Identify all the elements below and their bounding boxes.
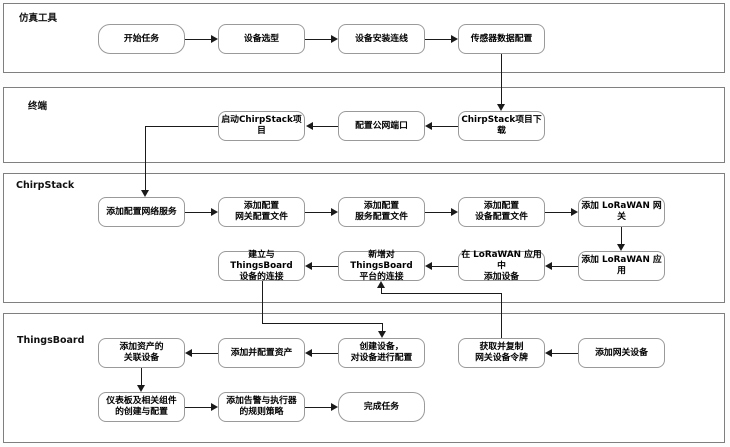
edge-line <box>621 227 622 244</box>
edge-line <box>545 212 571 213</box>
edge-line <box>425 39 451 40</box>
arrowhead-right-icon <box>571 208 578 216</box>
node-gateway-profile: 添加配置 网关配置文件 <box>218 197 305 227</box>
arrowhead-left-icon <box>185 349 192 357</box>
edge-line <box>262 323 382 324</box>
node-asset-related-devices: 添加资产的 关联设备 <box>98 338 185 368</box>
node-finish-task: 完成任务 <box>338 392 425 422</box>
node-create-configure-device: 创建设备， 对设备进行配置 <box>338 338 425 368</box>
arrowhead-left-icon <box>425 122 432 130</box>
node-add-device-in-app: 在 LoRaWAN 应用中 添加设备 <box>458 250 545 282</box>
node-start-chirpstack-project: 启动ChirpStack项目 <box>218 111 305 141</box>
edge-line <box>305 39 331 40</box>
arrowhead-right-icon <box>331 208 338 216</box>
edge-line <box>141 368 142 385</box>
arrowhead-down-icon <box>497 104 505 111</box>
arrowhead-left-icon <box>545 349 552 357</box>
node-new-thingsboard-platform-connection: 新增对ThingsBoard 平台的连接 <box>338 250 425 282</box>
arrowhead-down-icon <box>141 190 149 197</box>
arrowhead-right-icon <box>211 403 218 411</box>
edge-line <box>262 281 263 323</box>
arrowhead-right-icon <box>211 35 218 43</box>
node-sensor-data-config: 传感器数据配置 <box>458 24 545 54</box>
node-device-profile: 添加配置 设备配置文件 <box>458 197 545 227</box>
node-thingsboard-device-connection: 建立与ThingsBoard 设备的连接 <box>218 250 305 282</box>
edge-line <box>381 288 382 293</box>
edge-line <box>381 293 501 294</box>
arrowhead-up-icon <box>377 281 385 288</box>
arrowhead-left-icon <box>306 122 313 130</box>
arrowhead-right-icon <box>211 208 218 216</box>
arrowhead-left-icon <box>545 262 552 270</box>
node-start-task: 开始任务 <box>98 24 185 54</box>
lane-label-terminal: 终端 <box>28 101 48 112</box>
arrowhead-right-icon <box>331 403 338 411</box>
edge-line <box>185 407 211 408</box>
edge-line <box>552 353 578 354</box>
edge-line <box>382 323 383 331</box>
node-device-install-wiring: 设备安装连线 <box>338 24 425 54</box>
node-add-network-service: 添加配置网络服务 <box>98 197 185 227</box>
node-device-selection: 设备选型 <box>218 24 305 54</box>
node-chirpstack-project-download: ChirpStack项目下载 <box>458 111 545 141</box>
node-copy-gateway-token: 获取并复制 网关设备令牌 <box>458 338 545 368</box>
edge-line <box>185 212 211 213</box>
edge-line <box>145 126 218 127</box>
node-add-lorawan-app: 添加 LoRaWAN 应用 <box>578 251 665 281</box>
arrowhead-right-icon <box>331 35 338 43</box>
edge-line <box>501 293 502 338</box>
edge-line <box>552 266 578 267</box>
node-add-configure-asset: 添加并配置资产 <box>218 338 305 368</box>
lane-label-chirpstack: ChirpStack <box>16 180 75 191</box>
lane-label-simulation-tools: 仿真工具 <box>19 13 58 24</box>
arrowhead-left-icon <box>305 349 312 357</box>
arrowhead-down-icon <box>137 385 145 392</box>
arrowhead-down-icon <box>617 244 625 251</box>
node-dashboard-components: 仪表板及相关组件 的创建与配置 <box>98 392 185 422</box>
edge-line <box>185 39 211 40</box>
edge-line <box>432 126 458 127</box>
node-alarm-actuator-rules: 添加告警与执行器 的规则策略 <box>218 392 305 422</box>
edge-line <box>425 212 451 213</box>
lane-thingsboard <box>3 313 725 443</box>
arrowhead-right-icon <box>451 35 458 43</box>
node-service-profile: 添加配置 服务配置文件 <box>338 197 425 227</box>
lane-label-thingsboard: ThingsBoard <box>17 335 85 346</box>
arrowhead-down-icon <box>378 331 386 338</box>
lane-chirpstack <box>3 173 725 303</box>
node-configure-public-port: 配置公网端口 <box>338 111 425 141</box>
edge-line <box>313 126 338 127</box>
node-add-gateway-device: 添加网关设备 <box>578 338 665 368</box>
edge-line <box>312 266 338 267</box>
edge-line <box>192 353 218 354</box>
edge-line <box>501 54 502 104</box>
arrowhead-left-icon <box>425 262 432 270</box>
arrowhead-right-icon <box>451 208 458 216</box>
edge-line <box>145 126 146 190</box>
arrowhead-left-icon <box>305 262 312 270</box>
edge-line <box>305 212 331 213</box>
edge-line <box>312 353 338 354</box>
node-add-lorawan-gateway: 添加 LoRaWAN 网关 <box>578 197 665 227</box>
edge-line <box>305 407 331 408</box>
edge-line <box>432 266 458 267</box>
